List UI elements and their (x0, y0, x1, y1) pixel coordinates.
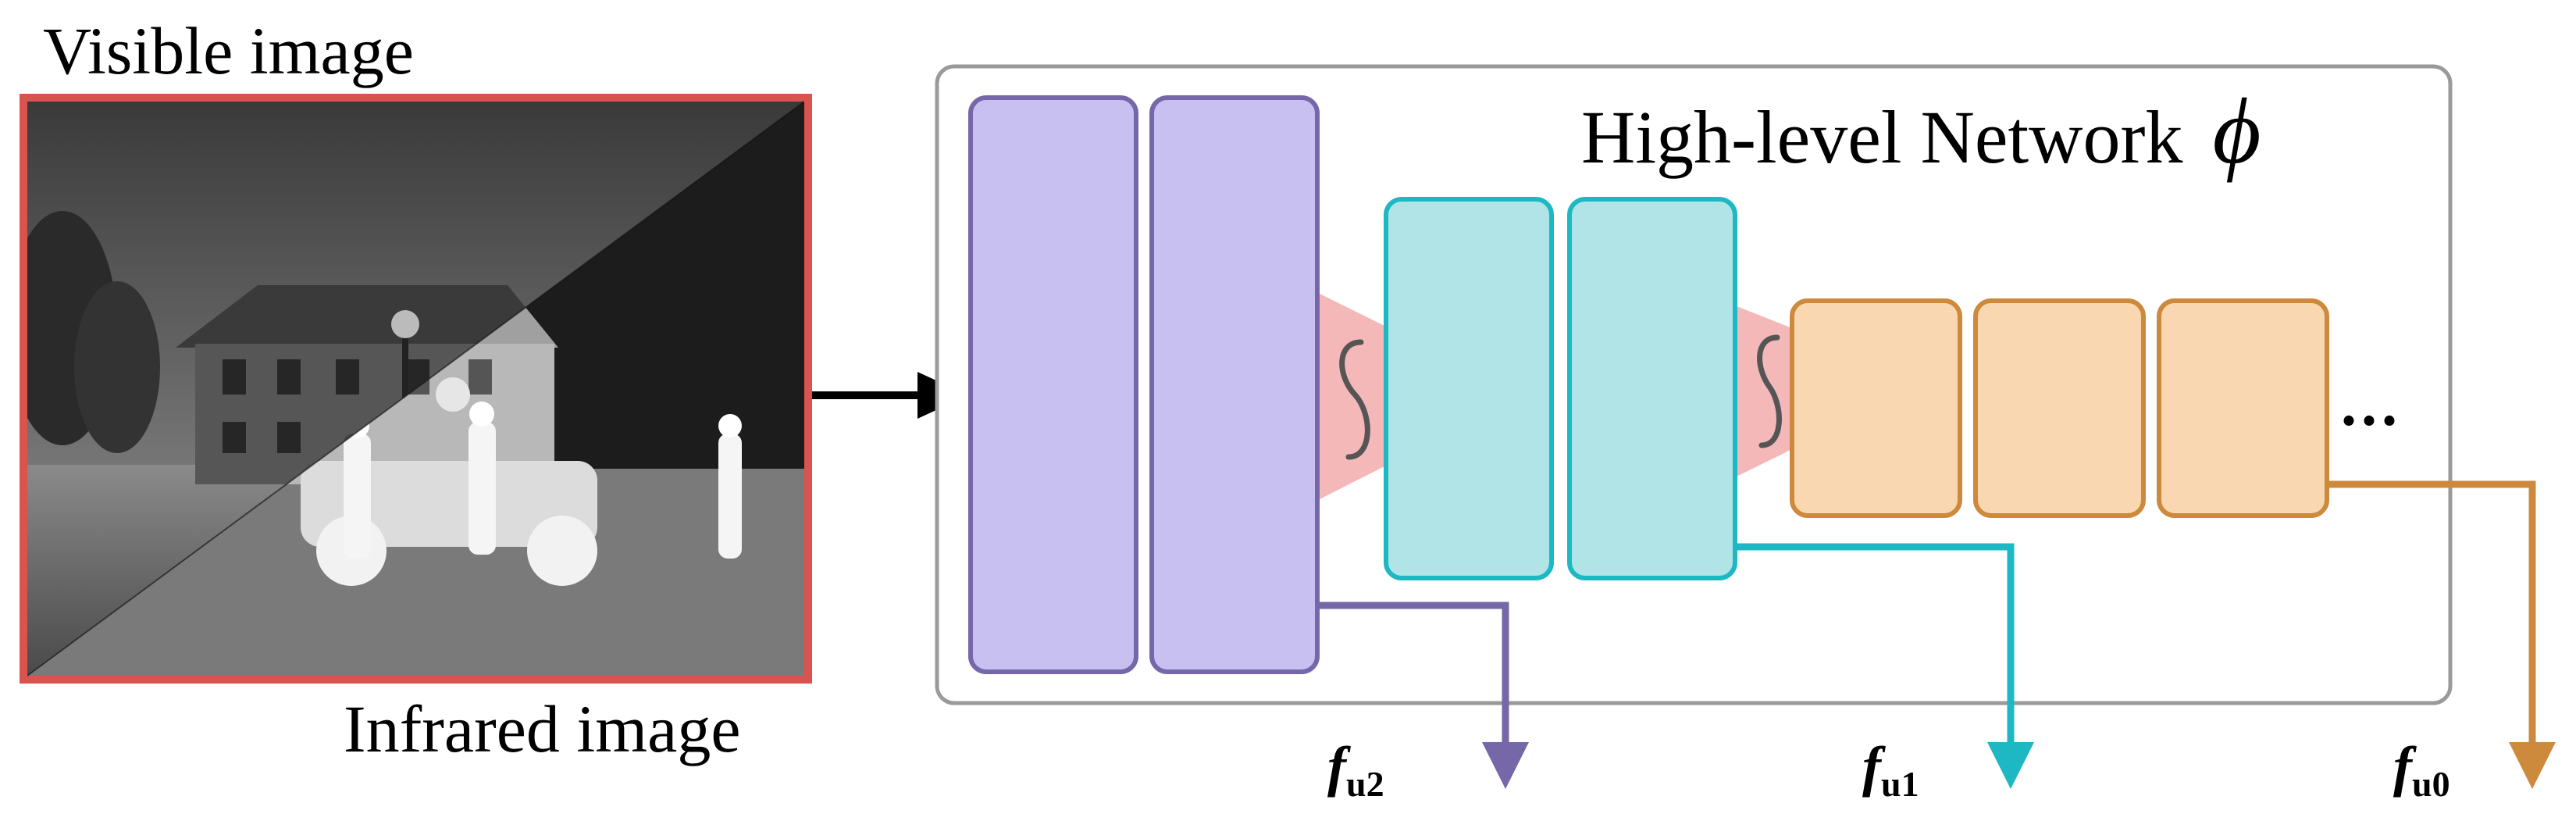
output-arrow-u1 (1737, 543, 2034, 789)
output-label-u2-f: f (1327, 735, 1346, 798)
output-label-u2-sub: u2 (1345, 764, 1384, 804)
visible-image-label: Visible image (43, 13, 414, 88)
output-label-u0-sub: u0 (2411, 764, 2450, 804)
stage-2-block-1 (968, 95, 1138, 674)
output-label-u0: fu0 (2393, 738, 2450, 802)
connector-2-s-glyph (1757, 334, 1782, 448)
input-image (20, 94, 812, 684)
output-label-u1: fu1 (1862, 738, 1919, 802)
infrared-image-label: Infrared image (344, 691, 741, 766)
network-title-text: High-level Network (1581, 95, 2183, 179)
connector-1 (1318, 293, 1386, 500)
stage-2-group (968, 95, 1320, 674)
stage-0-block-1 (1790, 298, 1962, 518)
output-arrow-u2 (1320, 602, 1529, 789)
output-arrow-u0 (2328, 480, 2556, 789)
stage-0-group (1790, 298, 2329, 518)
output-label-u1-f: f (1862, 735, 1881, 798)
stage-0-block-2 (1973, 298, 2146, 518)
output-label-u2: fu2 (1327, 738, 1384, 802)
connector-1-s-glyph (1339, 339, 1370, 460)
network-phi-symbol: ϕ (2212, 79, 2261, 183)
stage-1-block-1 (1384, 197, 1554, 580)
ellipsis: ... (2341, 370, 2402, 439)
stage-1-group (1384, 197, 1737, 580)
stage-2-block-2 (1149, 95, 1320, 674)
input-image-frame (20, 94, 812, 684)
connector-2 (1737, 306, 1792, 477)
output-label-u1-sub: u1 (1880, 764, 1919, 804)
network-title: High-level Network ϕ (1581, 84, 2261, 178)
stage-0-block-3 (2157, 298, 2329, 518)
output-label-u0-f: f (2393, 735, 2412, 798)
stage-1-block-2 (1567, 197, 1737, 580)
